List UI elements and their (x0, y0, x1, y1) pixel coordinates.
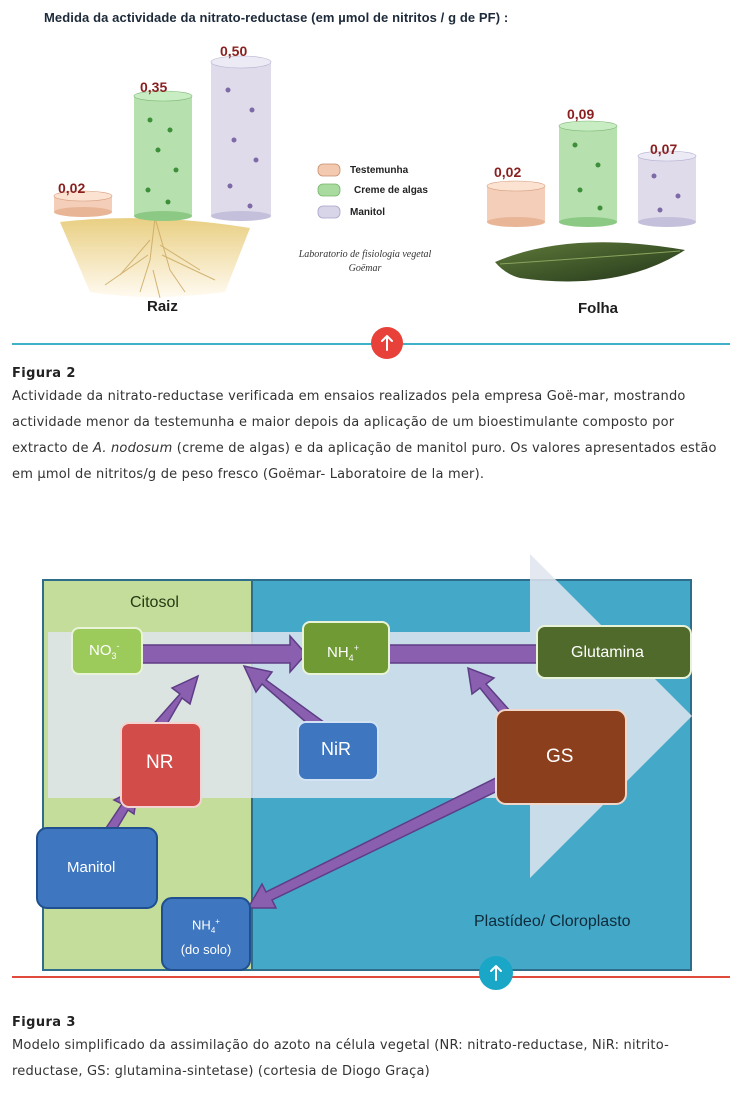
divider-2 (12, 976, 730, 978)
nir-label: NiR (321, 739, 351, 759)
raiz-value-manitol: 0,50 (220, 43, 248, 59)
folha-label: Folha (578, 300, 618, 317)
plastideo-label: Plastídeo/ Cloroplasto (474, 913, 631, 930)
nh4-solo-line1: NH4+ (162, 912, 250, 940)
node-no3 (71, 627, 143, 675)
manitol-label: Manitol (67, 859, 116, 876)
lab-credit-line2: Goëmar (348, 263, 382, 274)
arrow-nir-up (242, 664, 334, 737)
scroll-top-button-2[interactable] (479, 956, 513, 990)
figura2-caption-part1: Actividade da nitrato-reductase verifica… (12, 389, 686, 456)
figura2-caption: Actividade da nitrato-reductase verifica… (12, 384, 724, 488)
arrow-up-icon (490, 965, 502, 981)
folha-cylinder-creme (558, 120, 618, 227)
nh4-sub: 4 (348, 653, 354, 663)
nh4-solo-sup: + (215, 917, 220, 926)
raiz-label: Raiz (147, 298, 178, 315)
scroll-top-button-1[interactable] (371, 327, 403, 359)
nh4-text: NH (327, 644, 349, 661)
folha-cylinder-manitol (637, 150, 697, 227)
node-glutamina (536, 625, 692, 679)
root-soil (60, 217, 250, 299)
citosol-label: Citosol (130, 594, 179, 611)
raiz-value-testemunha: 0,02 (58, 180, 86, 196)
gs-label: GS (546, 746, 574, 767)
figura2-heading: Figura 2 (12, 366, 76, 381)
legend-manitol: Manitol (350, 207, 385, 218)
legend (317, 163, 341, 219)
folha-value-creme: 0,09 (567, 106, 595, 122)
figure1-illustration (53, 55, 697, 299)
arrow-no3-nh4 (139, 634, 308, 674)
nh4-solo-sub: 4 (210, 925, 216, 935)
nh4-label: NH4+ (327, 643, 359, 663)
legend-testemunha: Testemunha (350, 165, 409, 176)
figura3-caption: Modelo simplificado da assimilação do az… (12, 1038, 670, 1079)
node-nh4 (302, 621, 390, 675)
raiz-value-creme: 0,35 (140, 79, 168, 95)
leaf-image (495, 242, 685, 282)
arrow-up-icon (381, 335, 393, 351)
glutamina-label: Glutamina (571, 644, 644, 661)
folha-cylinder-testemunha (486, 180, 546, 227)
figura2-caption-part2: (creme de algas) e da aplicação de manit… (12, 441, 717, 482)
node-nh4-solo (161, 897, 251, 971)
arrow-gs-nh4solo (246, 771, 518, 909)
nh4-sup: + (353, 643, 359, 653)
raiz-cylinder-creme (133, 90, 193, 221)
folha-value-manitol: 0,07 (650, 141, 678, 157)
lab-credit-line1: Laboratorio de fisiologia vegetal (298, 249, 432, 260)
node-gs (495, 709, 627, 805)
no3-sup: - (116, 641, 120, 651)
folha-value-testemunha: 0,02 (494, 164, 522, 180)
raiz-cylinder-testemunha (53, 190, 113, 217)
nr-label: NR (146, 752, 174, 773)
lab-credit: Laboratorio de fisiologia vegetal Goëmar (270, 248, 460, 276)
legend-creme: Creme de algas (354, 185, 428, 196)
no3-label: NO3- (89, 641, 120, 661)
nh4-solo-line2: (do solo) (180, 941, 232, 957)
node-nr (120, 722, 202, 808)
nh4-solo-text: NH (192, 917, 211, 933)
nh4-solo-label: NH4+ (do solo) (162, 912, 250, 959)
no3-text: NO (89, 642, 112, 659)
node-manitol (36, 827, 158, 909)
figura3-heading: Figura 3 (12, 1015, 76, 1030)
node-nir (297, 721, 379, 781)
no3-sub: 3 (111, 651, 117, 661)
figure1-title: Medida da actividade da nitrato-reductas… (44, 10, 509, 25)
figura2-caption-italic: A. nodosum (92, 441, 173, 456)
raiz-cylinder-manitol (210, 55, 272, 221)
nitrogen-assimilation-diagram (36, 554, 692, 971)
